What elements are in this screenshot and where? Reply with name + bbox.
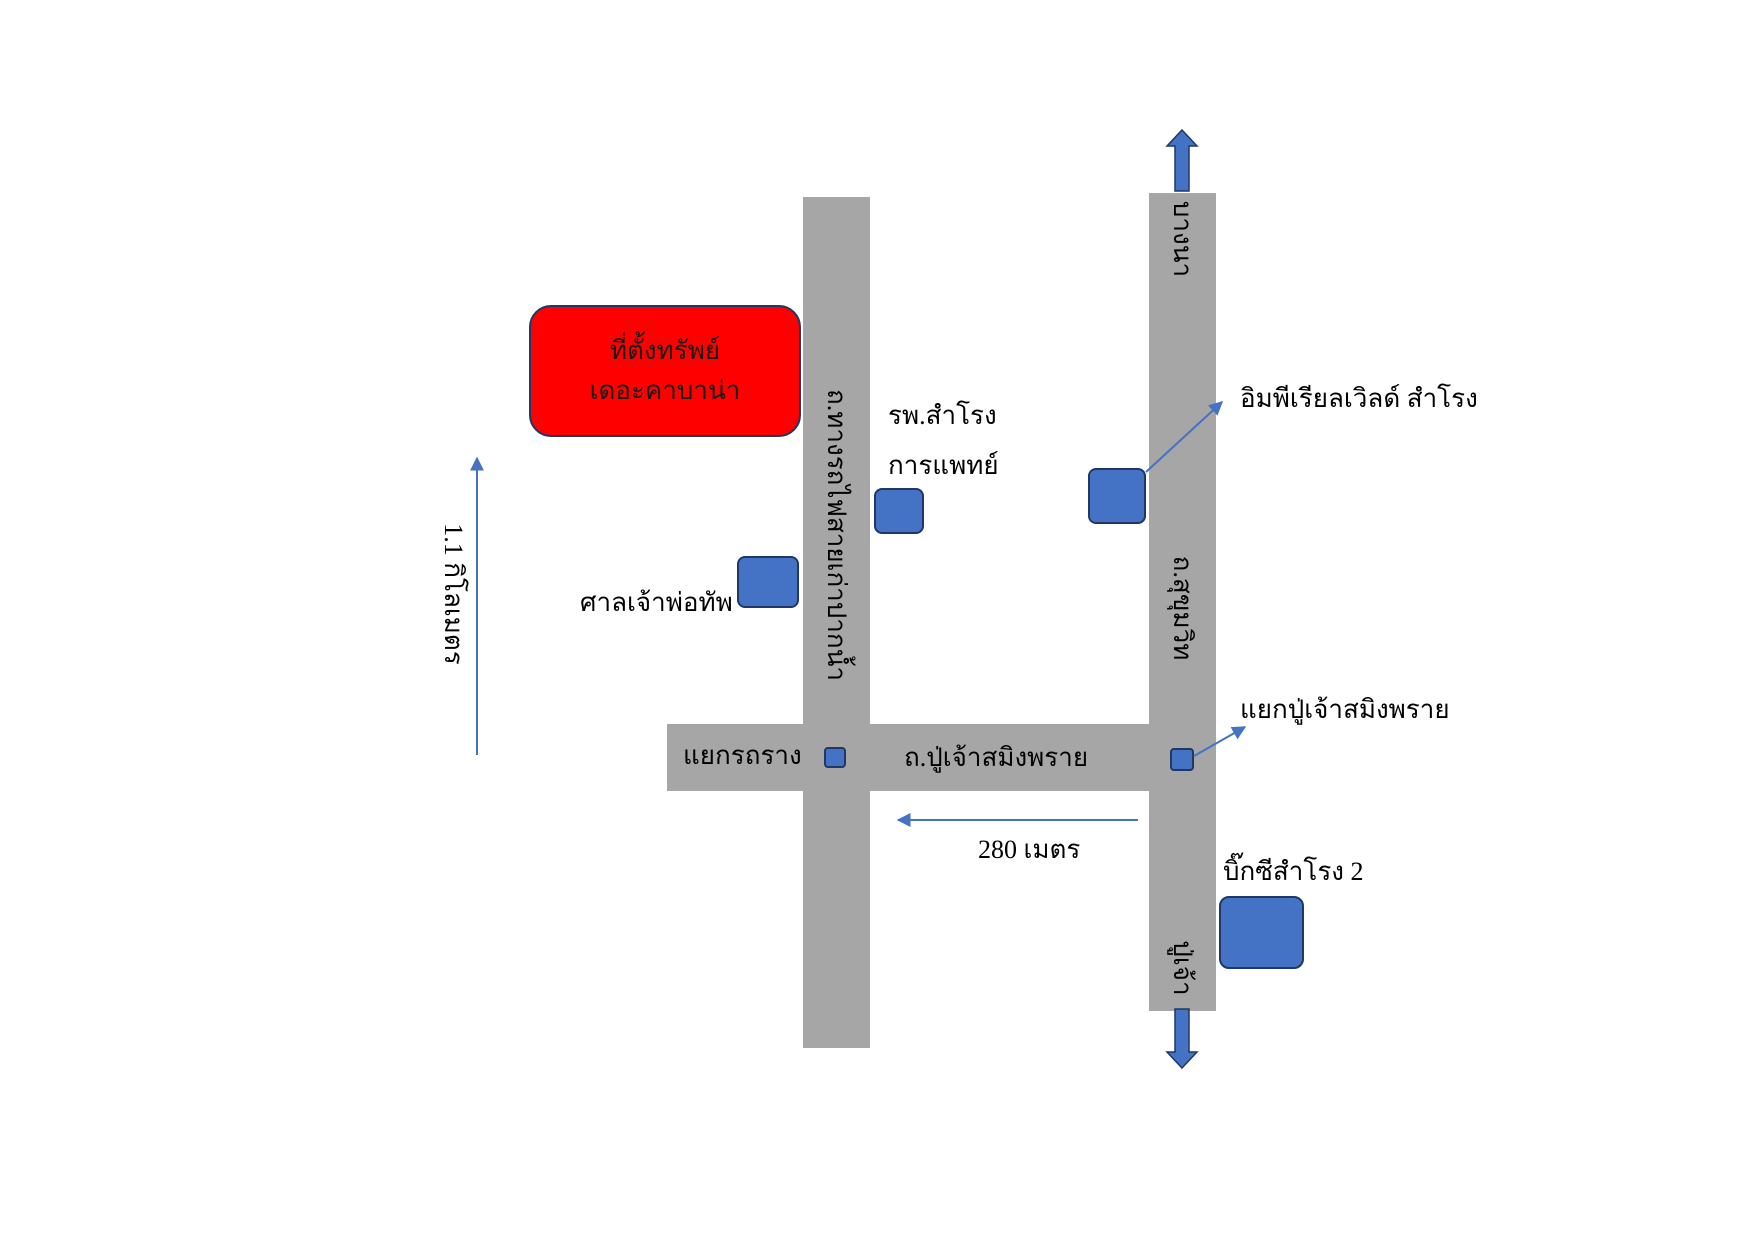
pu-chao-intersection-marker[interactable] <box>1170 748 1194 771</box>
west-distance-label: 280 เมตร <box>978 835 1081 864</box>
pu-chao-intersection-label: แยกปู่เจ้าสมิงพราย <box>1240 695 1450 724</box>
to-pu-chao-label: ปู่เจ้า <box>1168 940 1197 996</box>
shrine-marker[interactable] <box>737 556 799 608</box>
to-bangna-label: บางนา <box>1168 200 1197 278</box>
property-location-box[interactable]: ที่ตั้งทรัพย์ เดอะคาบาน่า <box>529 305 801 437</box>
imperial-world-marker[interactable] <box>1088 468 1146 524</box>
sukhumvit-road <box>1149 193 1216 1011</box>
samrong-hospital-label-2: การแพทย์ <box>888 451 999 480</box>
kron-rang-intersection-marker[interactable] <box>824 747 846 768</box>
arrow-up-bangna <box>1165 128 1199 192</box>
property-title: ที่ตั้งทรัพย์ <box>609 336 721 365</box>
pu-chao-road-label: ถ.ปู่เจ้าสมิงพราย <box>904 743 1089 772</box>
sukhumvit-road-label: ถ.สุขุมวิท <box>1168 555 1197 661</box>
property-name: เดอะคาบาน่า <box>589 376 741 405</box>
arrow-down-puchao <box>1165 1008 1199 1070</box>
imperial-world-label: อิมพีเรียลเวิลด์ สำโรง <box>1240 384 1478 413</box>
big-c-marker[interactable] <box>1219 896 1304 969</box>
tai-ban-road-label: ถ.ทางรถไฟสายเก่าปากน้ำ <box>822 388 851 682</box>
samrong-hospital-label-1: รพ.สำโรง <box>888 401 997 430</box>
pu-chao-road <box>667 724 1216 791</box>
big-c-label: บิ๊กซีสำโรง 2 <box>1223 857 1364 886</box>
tai-ban-road <box>803 197 870 1048</box>
kron-rang-intersection-label: แยกรถราง <box>683 741 802 770</box>
shrine-label: ศาลเจ้าพ่อทัพ <box>580 588 733 617</box>
north-distance-label: 1.1 กิโลเมตร <box>439 523 468 665</box>
samrong-hospital-marker[interactable] <box>874 488 924 534</box>
